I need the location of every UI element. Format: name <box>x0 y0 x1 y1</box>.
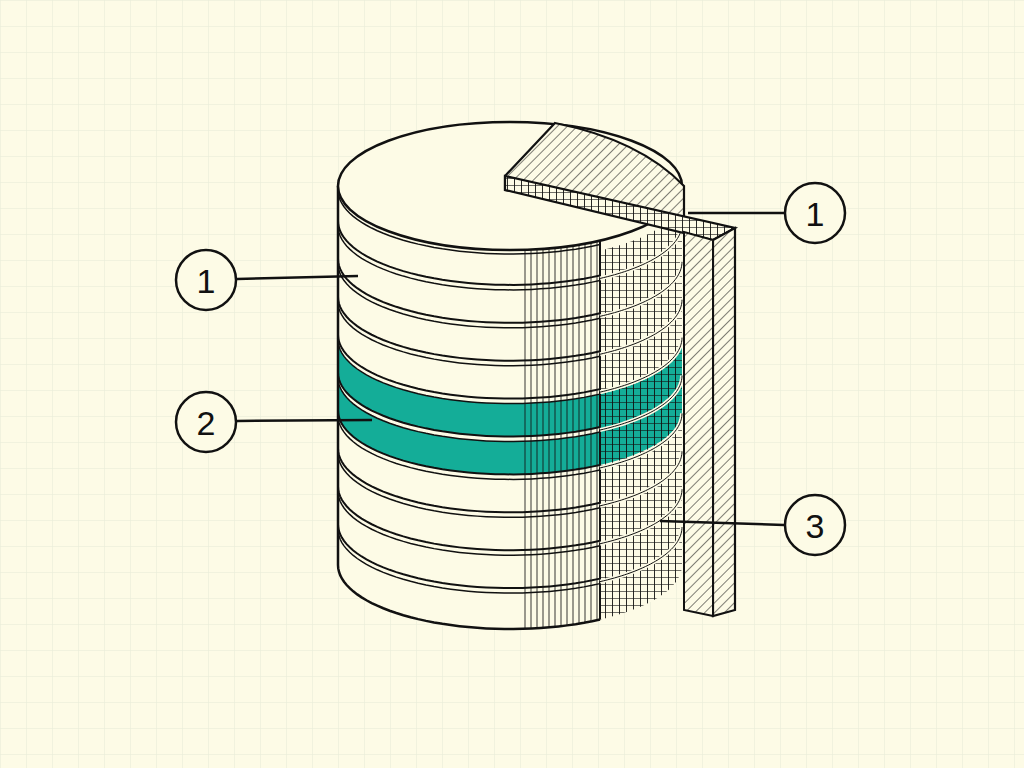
callout-circle <box>785 183 845 243</box>
cylinder-outline <box>338 565 600 629</box>
callout-number: 3 <box>806 509 825 543</box>
disc-edge <box>338 259 600 323</box>
disc-cut-gap <box>600 262 682 317</box>
callout-number: 1 <box>197 264 216 298</box>
leader-line <box>237 420 372 421</box>
plate-side <box>684 232 713 616</box>
plate-top <box>505 176 735 240</box>
leader-lines <box>176 183 845 555</box>
disc-edge <box>338 302 600 366</box>
cylinder-body <box>338 186 682 629</box>
callout-circle <box>785 495 845 555</box>
disc-edge <box>338 297 600 361</box>
disc-cut-gap <box>600 489 682 544</box>
disc-edge <box>338 335 600 399</box>
plate-side-hatch <box>684 232 713 616</box>
disc-edge <box>338 448 600 512</box>
callout-number: 1 <box>806 197 825 231</box>
leader-line <box>660 521 784 525</box>
disc-edge <box>338 415 600 479</box>
callout-circle <box>176 250 236 310</box>
disc-edge <box>338 264 600 328</box>
disc-cut-edge <box>600 413 682 468</box>
disc-cut-edge <box>600 489 682 544</box>
disc-cut-edge <box>600 451 682 506</box>
disc-cut-gap <box>600 338 682 393</box>
plate-top-hatch <box>505 176 735 240</box>
disc-edge <box>338 491 600 555</box>
cut-face <box>600 196 682 620</box>
disc-cut-edge <box>600 338 682 393</box>
cylinder <box>338 122 735 629</box>
disc-cut-gap <box>600 300 682 355</box>
callout-number: 2 <box>197 406 216 440</box>
disc-edge <box>338 378 600 442</box>
disc-cut-edge <box>600 376 682 431</box>
disc-cut-gap <box>600 527 682 582</box>
leader-line <box>688 212 784 215</box>
callout-circle <box>176 392 236 452</box>
disc-edge <box>338 524 600 588</box>
disc-cut-edge <box>600 300 682 355</box>
plate-face <box>713 228 735 616</box>
disc-edge <box>338 373 600 437</box>
disc-edge <box>338 340 600 404</box>
disc-edge <box>338 453 600 517</box>
disc-cut-gap <box>600 413 682 468</box>
cylinder-outline <box>337 186 340 565</box>
cut-face-hatch <box>600 196 682 620</box>
disc-cut-edge <box>600 527 682 582</box>
disc-cut-gap <box>600 376 682 431</box>
disc-cut-edge <box>600 262 682 317</box>
leader-line <box>237 276 358 279</box>
disc-edge <box>338 486 600 550</box>
disc-cut-gap <box>600 451 682 506</box>
disc-edge <box>338 529 600 593</box>
plate-face-hatch <box>713 228 735 616</box>
disc-edge <box>338 410 600 474</box>
